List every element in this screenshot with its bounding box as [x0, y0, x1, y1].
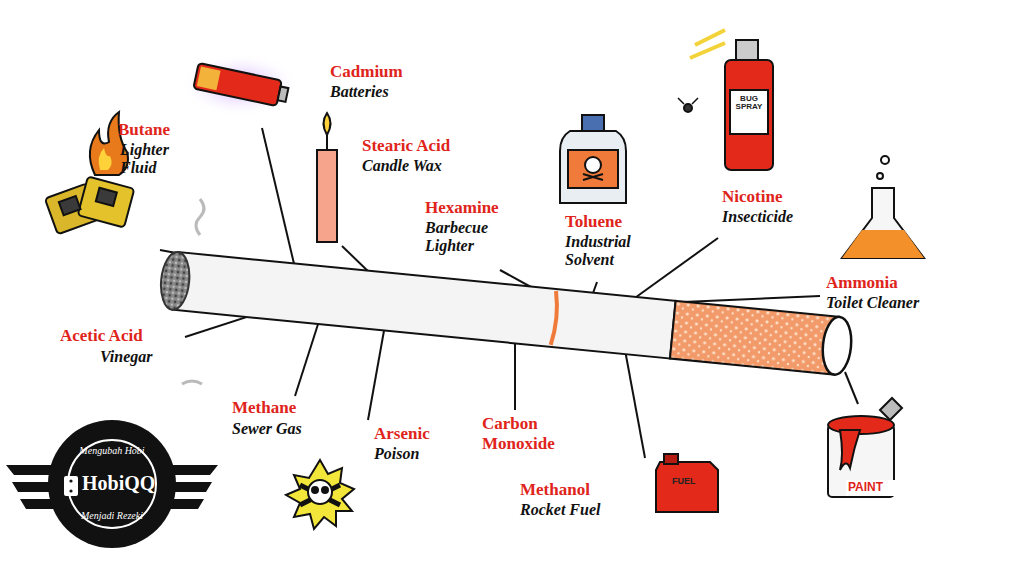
chemical-name: Cadmium — [330, 62, 450, 82]
chemical-name: Stearic Acid — [362, 136, 492, 156]
chemical-flask — [842, 156, 924, 258]
can-text: BUG SPRAY — [731, 95, 767, 111]
chemical-name: Methanol — [520, 480, 630, 500]
common-use: Batteries — [330, 83, 450, 101]
fuel-can — [656, 454, 718, 512]
battery — [180, 53, 300, 117]
chemical-name: Carbon Monoxide — [482, 414, 592, 453]
chemical-name: Toluene — [565, 212, 665, 232]
chemical-name: Hexamine — [425, 198, 545, 218]
common-use: Lighter Fluid — [120, 141, 192, 178]
chemical-name: Nicotine — [722, 187, 842, 207]
common-use: Rocket Fuel — [520, 501, 640, 519]
chemical-name: Acetic Acid — [60, 326, 190, 346]
common-use: Barbecue Lighter — [425, 219, 505, 256]
logo-slogan: Mengubah Hobi — [62, 445, 162, 457]
leader-lines — [160, 128, 858, 458]
chemical-name: Ammonia — [826, 273, 946, 293]
common-use: Poison — [374, 445, 474, 463]
common-use: Candle Wax — [362, 157, 492, 175]
cigarette — [158, 251, 853, 376]
can-text: PAINT — [848, 481, 898, 495]
paint-can — [828, 398, 902, 497]
logo-slogan: Menjadi Rezeki — [62, 510, 162, 522]
poison-skull — [286, 460, 354, 529]
logo-name: HobiQQ — [82, 472, 172, 495]
can-text: FUEL — [672, 476, 712, 486]
solvent-bottle — [560, 115, 626, 203]
common-use: Industrial Solvent — [565, 233, 647, 270]
candle — [317, 113, 337, 242]
common-use: Vinegar — [100, 348, 190, 366]
chemical-name: Arsenic — [374, 424, 474, 444]
chemical-name: Methane — [232, 398, 332, 418]
bug-spray-can — [678, 30, 773, 170]
brand-logo — [0, 393, 228, 576]
common-use: Toilet Cleaner — [826, 294, 966, 312]
common-use: Insecticide — [722, 208, 842, 226]
common-use: Sewer Gas — [232, 420, 332, 438]
chemical-name: Butane — [118, 120, 208, 140]
